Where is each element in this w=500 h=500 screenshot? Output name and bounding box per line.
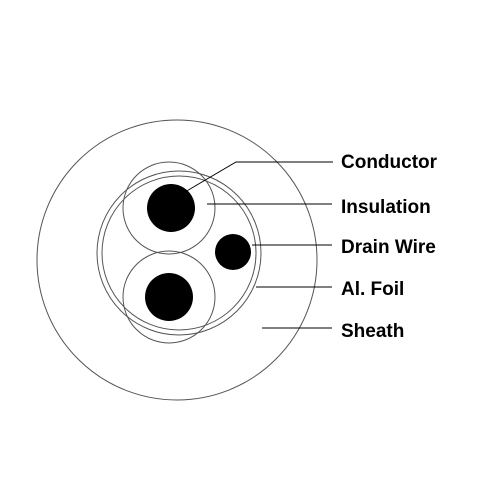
foil-outline-inner (101, 175, 257, 331)
lower-conductor (145, 273, 193, 321)
upper-insulation-outline (122, 161, 216, 255)
upper-conductor (147, 184, 195, 232)
sheath-label: Sheath (341, 321, 404, 342)
conductor-leader-line (184, 161, 333, 193)
sheath-outline (36, 119, 318, 401)
foil-outline-outer (96, 170, 262, 336)
foil-label: Al. Foil (341, 279, 404, 300)
drain-wire (215, 234, 251, 270)
drain-wire-label: Drain Wire (341, 237, 436, 258)
insulation-label: Insulation (341, 197, 431, 218)
conductor-label: Conductor (341, 152, 438, 173)
lower-insulation-outline (122, 250, 216, 344)
